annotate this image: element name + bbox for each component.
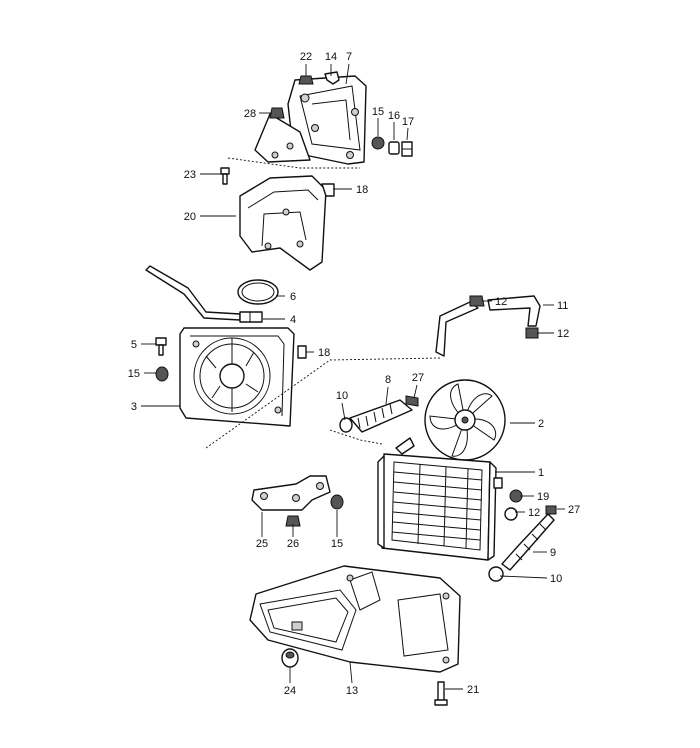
clamp-27-lower xyxy=(545,505,557,515)
callout-c19: 19 xyxy=(537,491,549,503)
callout-c25: 25 xyxy=(256,538,268,550)
clamp-27-mid xyxy=(405,395,419,407)
grommet-15-bottom xyxy=(330,494,344,510)
callout-c27a: 27 xyxy=(412,372,424,384)
fan-2 xyxy=(424,379,506,461)
callout-c10b: 10 xyxy=(550,573,562,585)
callout-c20: 20 xyxy=(184,211,196,223)
callout-c16: 16 xyxy=(388,110,400,122)
clip-18-top xyxy=(321,183,335,197)
hose-9 xyxy=(501,513,555,571)
callout-c17: 17 xyxy=(402,116,414,128)
assembly-line-a xyxy=(205,357,441,449)
sensor-cable-4 xyxy=(145,265,263,323)
callout-c24: 24 xyxy=(284,685,296,697)
callout-c5: 5 xyxy=(131,339,137,351)
callout-c9: 9 xyxy=(550,547,556,559)
radiator-1 xyxy=(377,437,503,561)
callout-c15a: 15 xyxy=(372,106,384,118)
nut-28 xyxy=(269,107,285,119)
leader-line-c17 xyxy=(406,127,409,141)
grommet-15-left xyxy=(155,366,169,382)
washer-16 xyxy=(388,141,400,155)
callout-c27b: 27 xyxy=(568,504,580,516)
hose-8 xyxy=(349,399,413,433)
callout-c10a: 10 xyxy=(336,390,348,402)
air-duct-13 xyxy=(249,565,461,673)
bolt-21 xyxy=(434,681,448,706)
callout-c15c: 15 xyxy=(331,538,343,550)
leader-line-c7 xyxy=(345,63,350,85)
nut-26 xyxy=(285,515,301,527)
clamp-10-mid xyxy=(339,417,353,433)
nut-22 xyxy=(298,75,314,85)
bracket-25 xyxy=(251,475,331,511)
hose-11 xyxy=(435,295,541,357)
callout-c12c: 12 xyxy=(528,507,540,519)
callout-c2: 2 xyxy=(538,418,544,430)
bolt-5 xyxy=(155,337,167,356)
clamp-12-top xyxy=(469,295,485,307)
callout-c18a: 18 xyxy=(356,184,368,196)
callout-c12a: 12 xyxy=(495,296,507,308)
callout-c7: 7 xyxy=(346,51,352,63)
assembly-line-b xyxy=(329,429,383,445)
leader-line-c27a xyxy=(413,384,418,399)
callout-c11: 11 xyxy=(557,300,568,312)
callout-c28: 28 xyxy=(244,108,256,120)
leader-line-c10b xyxy=(499,575,548,579)
callout-c13: 13 xyxy=(346,685,358,697)
bracket-7 xyxy=(227,75,367,169)
grommet-24 xyxy=(281,648,299,668)
callout-c8: 8 xyxy=(385,374,391,386)
fan-frame-3 xyxy=(179,327,295,427)
clip-14 xyxy=(324,71,340,85)
callout-c12b: 12 xyxy=(557,328,569,340)
callout-c3: 3 xyxy=(131,401,137,413)
callout-c4: 4 xyxy=(290,314,296,326)
leader-line-c8 xyxy=(385,386,389,405)
callout-c1: 1 xyxy=(538,467,544,479)
clamp-10-lower xyxy=(488,566,504,582)
grommet-15-top xyxy=(371,136,385,150)
clamp-12-right xyxy=(525,327,539,339)
bolt-23 xyxy=(220,167,230,185)
callout-c22a: 22 xyxy=(300,51,312,63)
seal-ring-6 xyxy=(237,279,279,305)
clip-18-mid xyxy=(297,345,307,359)
callout-c15b: 15 xyxy=(128,368,140,380)
leader-lines xyxy=(141,63,565,690)
leader-line-c13 xyxy=(349,661,353,684)
shroud-cover-20 xyxy=(239,175,327,271)
leader-line-c10a xyxy=(341,402,346,421)
callout-c26: 26 xyxy=(287,538,299,550)
clamp-12-lower xyxy=(504,507,518,521)
clip-17 xyxy=(401,141,413,157)
callout-c14: 14 xyxy=(325,51,337,63)
callout-c18b: 18 xyxy=(318,347,330,359)
callout-c21: 21 xyxy=(467,684,479,696)
callout-c23: 23 xyxy=(184,169,196,181)
callout-c6: 6 xyxy=(290,291,296,303)
